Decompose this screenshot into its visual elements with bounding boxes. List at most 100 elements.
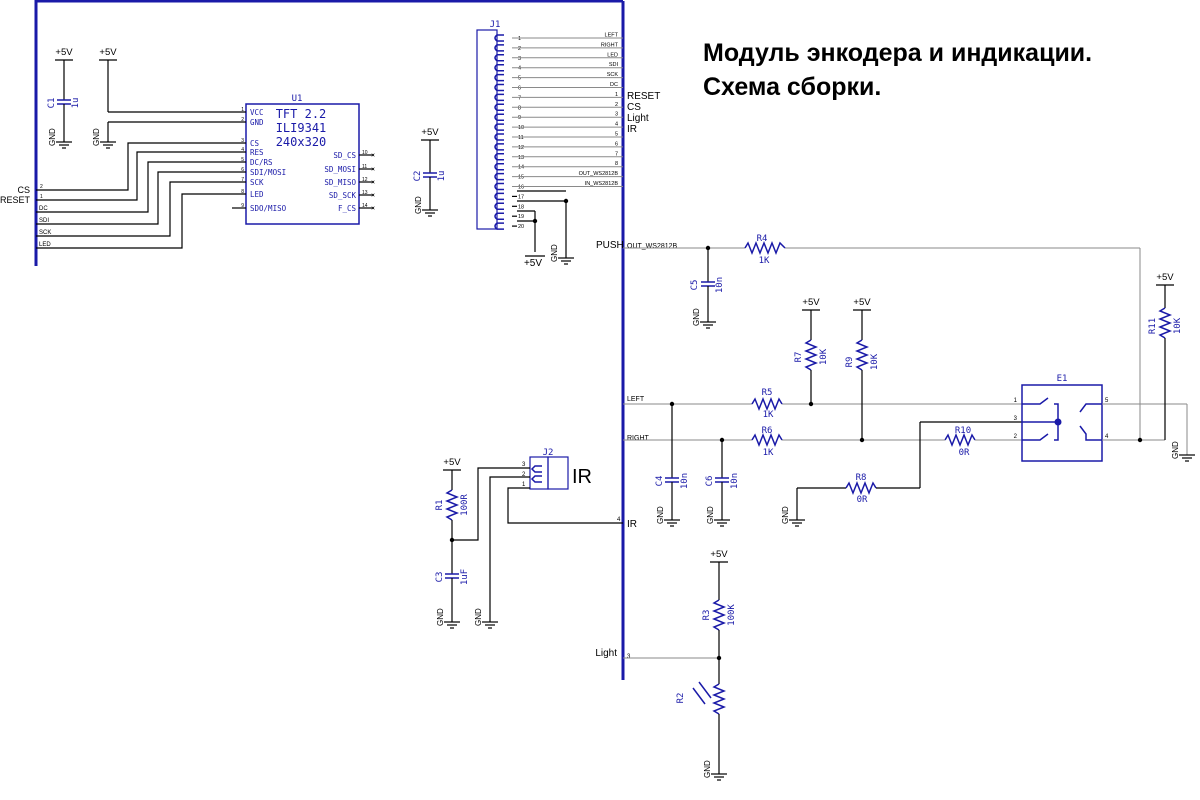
e1-pin-4: 4	[1105, 434, 1109, 440]
u1-signal-wiring	[36, 142, 246, 249]
u1-name-3: 240x320	[276, 135, 327, 149]
u1-pin-name: DC/RS	[250, 158, 273, 167]
r1-value: 100R	[460, 494, 470, 516]
j1-pin-contact	[494, 162, 504, 171]
right-net-label: RIGHT	[627, 435, 650, 442]
u1-pin-num: 12	[362, 177, 368, 183]
r7-ref: R7	[794, 352, 804, 363]
j1-net-label: DC	[610, 82, 618, 88]
j1-pin-num: 13	[518, 155, 524, 161]
j1-pin-contact	[494, 103, 504, 112]
j1-pin-num: 3	[518, 56, 521, 62]
j1-pin-num: 15	[518, 175, 524, 181]
r11-ref: R11	[1148, 318, 1158, 334]
c2-ref: C2	[413, 171, 423, 182]
u1-pin-name: SD_MOSI	[324, 165, 356, 174]
bus-net-label: RESET	[0, 195, 30, 205]
c1-ref: C1	[47, 98, 57, 109]
bus-net-label: CS	[17, 185, 30, 195]
gnd-label: GND	[474, 608, 483, 626]
e1-encoder: E1 1 3 2 5 4 R11 10K	[1014, 285, 1188, 462]
j1-pin-contact	[494, 83, 504, 92]
u1-body	[245, 103, 360, 225]
r7-value: 10K	[819, 348, 829, 365]
j1-pin-num: 2	[518, 46, 521, 52]
j1-net-label: 4	[615, 122, 618, 128]
j1-pin-contact	[494, 63, 504, 72]
j1-pin-num: 5	[518, 76, 521, 82]
c6-value: 10n	[730, 473, 740, 489]
vcc-label: +5V	[710, 549, 728, 560]
j1-ref: J1	[490, 20, 501, 30]
j1-pin-num: 8	[518, 105, 521, 111]
bus-net-num: 1	[40, 194, 43, 200]
j1-pin-contact	[494, 54, 504, 62]
vcc-symbols: +5V+5V+5V+5V+5V+5V+5V+5V	[55, 47, 1174, 563]
j1-net-label: LED	[607, 52, 618, 58]
gnd-label: GND	[656, 506, 665, 524]
light-pin-num: 3	[627, 654, 631, 660]
j1-pin-contact	[494, 153, 504, 161]
j1-pin-num: 6	[518, 86, 521, 92]
u1-pin-name: SDO/MISO	[250, 204, 287, 213]
j1-pin-contact	[494, 202, 504, 211]
c4-value: 10n	[680, 473, 690, 489]
j1-net-label: 6	[615, 141, 618, 147]
u1-name-1: TFT 2.2	[276, 107, 327, 121]
j1-pin-num: 19	[518, 214, 524, 220]
u1-pin-num: 5	[241, 157, 244, 163]
r4-value: 1K	[759, 256, 770, 266]
j2-ir-connector: J2 IR 3 2 1 4 IR R1 100R C3 1uF	[435, 448, 637, 622]
j1-pin-num: 18	[518, 204, 524, 210]
bus-net-label: SCK	[39, 230, 51, 236]
j1-body	[476, 29, 498, 230]
j1-pin-num: 20	[518, 224, 524, 230]
j2-ir-label: IR	[572, 466, 592, 488]
vcc-label: +5V	[802, 297, 820, 308]
j1-net-label: IN_WS2812B	[585, 181, 619, 187]
u1-pin-num: 13	[362, 190, 368, 196]
r11-value: 10K	[1173, 317, 1183, 334]
u1-pin-num: 10	[362, 150, 368, 156]
r9-ref: R9	[845, 357, 855, 368]
j1-pin-contact	[494, 192, 504, 201]
u1-pin-name: RES	[250, 148, 264, 157]
j1-bus-label-2: CS	[627, 102, 641, 113]
j1-connector: J1 1LEFT2RIGHT3LED4SDI5SCK6DC71829310411…	[476, 20, 660, 258]
r5-ref: R5	[762, 388, 773, 398]
gnd-label: GND	[1171, 441, 1180, 459]
j1-pin-num: 7	[518, 95, 521, 101]
j1-pin-contact	[494, 172, 504, 181]
r9-value: 10K	[870, 353, 880, 370]
bus-net-label: LED	[39, 242, 51, 248]
j1-net-label: 2	[615, 102, 618, 108]
j1-pin-contact	[494, 44, 504, 52]
j1-bus-label-1: RESET	[627, 91, 660, 102]
no-connect-mark: ×	[371, 167, 375, 174]
u1-pin-num: 8	[241, 189, 244, 195]
c4-ref: C4	[655, 476, 665, 487]
e1-body	[1021, 384, 1103, 462]
light-sensor: Light 3 R3 100K R2	[595, 562, 737, 774]
r5-value: 1K	[763, 410, 774, 420]
gnd-label: GND	[436, 608, 445, 626]
gnd-label: GND	[706, 506, 715, 524]
bus-net-label: DC	[39, 206, 48, 212]
gnd-label: GND	[414, 196, 423, 214]
r10-value: 0R	[959, 448, 970, 458]
j1-pin-num: 14	[518, 165, 524, 171]
vcc-label: +5V	[421, 127, 439, 138]
gnd-label: GND	[92, 128, 101, 146]
r3-value: 100K	[727, 604, 737, 626]
push-label: PUSH	[596, 240, 624, 251]
no-connect-mark: ×	[371, 180, 375, 187]
e1-ref: E1	[1057, 374, 1068, 384]
u1-pin-num: 1	[241, 107, 244, 113]
j1-pin-num: 4	[518, 66, 521, 72]
r6-value: 1K	[763, 448, 774, 458]
vcc-label: +5V	[443, 457, 461, 468]
c1-capacitor: C1 1u	[47, 60, 81, 142]
ir-net-label: IR	[627, 519, 637, 530]
